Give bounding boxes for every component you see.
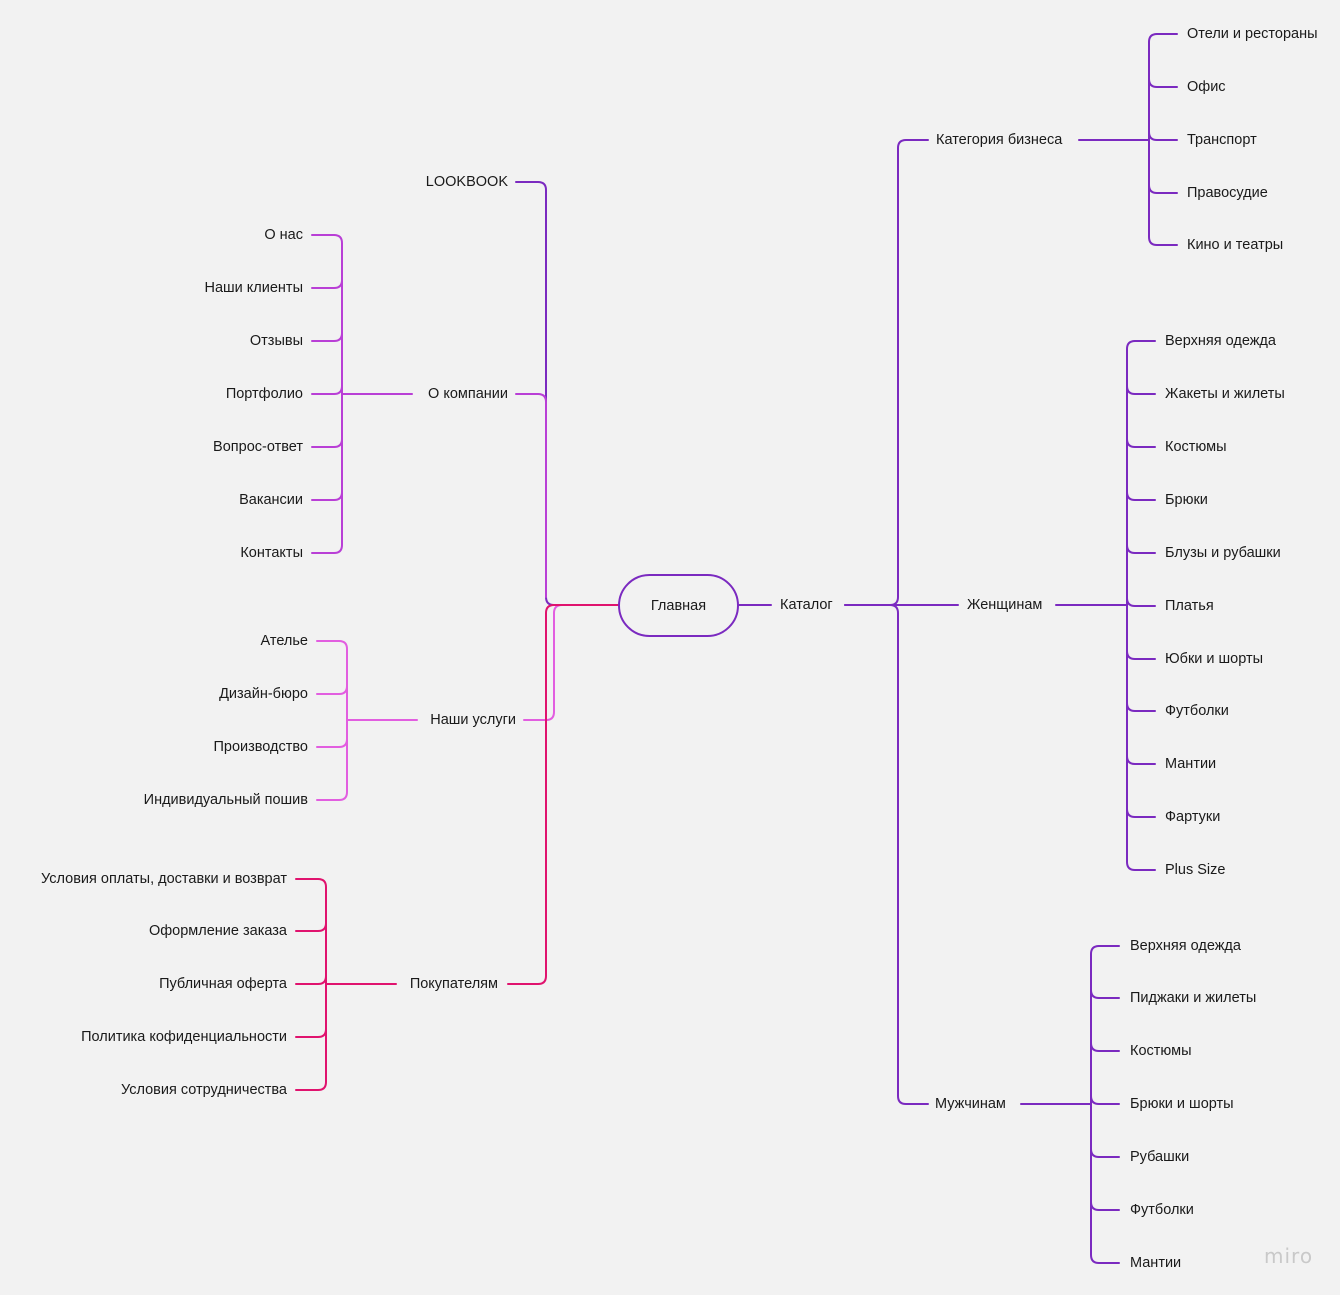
node-business[interactable]: Категория бизнеса [936,132,1063,148]
men-item-5[interactable]: Футболки [1130,1202,1194,1218]
men-item-4[interactable]: Рубашки [1130,1149,1190,1165]
buyers-branch-2 [295,975,327,985]
women-item-0[interactable]: Верхняя одежда [1165,333,1276,349]
women-item-10[interactable]: Plus Size [1165,862,1226,878]
men-branch-5 [1090,1201,1120,1211]
men-branch-1 [1090,989,1120,999]
women-trunk [1126,340,1156,871]
services-item-1[interactable]: Дизайн-бюро [219,686,308,702]
women-branch-6 [1126,650,1156,660]
men-item-3[interactable]: Брюки и шорты [1130,1096,1234,1112]
services-branch-1 [316,685,348,695]
node-women[interactable]: Женщинам [967,597,1043,613]
root-node-label: Главная [650,597,707,614]
business-item-3[interactable]: Правосудие [1187,185,1268,201]
company-item-3[interactable]: Портфолио [225,386,303,402]
link-buyers [507,604,619,985]
women-item-3[interactable]: Брюки [1165,492,1208,508]
women-item-4[interactable]: Блузы и рубашки [1165,545,1281,561]
women-branch-8 [1126,755,1156,765]
root-node-main[interactable]: Главная [618,574,739,637]
women-branch-1 [1126,385,1156,395]
services-trunk [316,640,348,801]
catalog-to-men [889,604,929,1105]
women-branch-4 [1126,544,1156,554]
miro-watermark: miro [1264,1244,1314,1268]
buyers-branch-1 [295,922,327,932]
business-trunk [1148,33,1178,246]
women-item-7[interactable]: Футболки [1165,703,1229,719]
men-item-0[interactable]: Верхняя одежда [1130,938,1241,954]
men-item-2[interactable]: Костюмы [1130,1043,1192,1059]
business-item-2[interactable]: Транспорт [1187,132,1257,148]
men-trunk [1090,945,1120,1264]
node-men[interactable]: Мужчинам [935,1096,1006,1112]
women-branch-3 [1126,491,1156,501]
company-branch-1 [311,279,343,289]
men-branch-3 [1090,1095,1120,1105]
company-item-5[interactable]: Вакансии [239,492,303,508]
buyers-item-1[interactable]: Оформление заказа [148,923,287,939]
men-branch-4 [1090,1148,1120,1158]
company-item-4[interactable]: Вопрос-ответ [213,439,303,455]
services-item-3[interactable]: Индивидуальный пошив [143,792,308,808]
node-services[interactable]: Наши услуги [430,712,516,728]
men-item-6[interactable]: Мантии [1130,1255,1182,1271]
women-branch-2 [1126,438,1156,448]
link-services [523,604,619,721]
buyers-branch-3 [295,1028,327,1038]
women-item-6[interactable]: Юбки и шорты [1165,651,1264,667]
services-item-0[interactable]: Ателье [260,633,309,649]
company-item-2[interactable]: Отзывы [249,333,303,349]
node-buyers[interactable]: Покупателям [409,976,498,992]
business-item-4[interactable]: Кино и театры [1187,237,1284,253]
services-item-2[interactable]: Производство [213,739,308,755]
company-item-0[interactable]: О нас [264,227,303,243]
company-trunk [311,234,343,554]
catalog-to-business [844,139,929,606]
women-item-2[interactable]: Костюмы [1165,439,1227,455]
buyers-trunk [295,878,327,1091]
buyers-item-2[interactable]: Публичная оферта [159,976,287,992]
women-branch-7 [1126,702,1156,712]
men-branch-2 [1090,1042,1120,1052]
company-branch-4 [311,438,343,448]
buyers-item-4[interactable]: Условия сотрудничества [120,1082,287,1098]
women-item-9[interactable]: Фартуки [1165,809,1221,825]
link-company [515,393,547,598]
node-lookbook[interactable]: LOOKBOOK [425,174,508,190]
business-branch-3 [1148,184,1178,194]
business-branch-2 [1148,131,1178,141]
services-branch-2 [316,738,348,748]
business-branch-1 [1148,78,1178,88]
company-branch-5 [311,491,343,501]
women-branch-5 [1126,597,1156,607]
business-item-1[interactable]: Офис [1187,79,1226,95]
node-company[interactable]: О компании [428,386,508,402]
buyers-item-3[interactable]: Политика кофиденциальности [81,1029,287,1045]
company-item-6[interactable]: Контакты [240,545,303,561]
company-branch-2 [311,332,343,342]
women-item-5[interactable]: Платья [1165,598,1214,614]
women-branch-9 [1126,808,1156,818]
node-catalog[interactable]: Каталог [780,597,833,613]
men-item-1[interactable]: Пиджаки и жилеты [1130,990,1257,1006]
women-item-8[interactable]: Мантии [1165,756,1217,772]
women-item-1[interactable]: Жакеты и жилеты [1165,386,1285,402]
buyers-item-0[interactable]: Условия оплаты, доставки и возврат [41,871,287,887]
company-branch-3 [311,385,343,395]
business-item-0[interactable]: Отели и рестораны [1187,26,1318,42]
company-item-1[interactable]: Наши клиенты [204,280,304,296]
